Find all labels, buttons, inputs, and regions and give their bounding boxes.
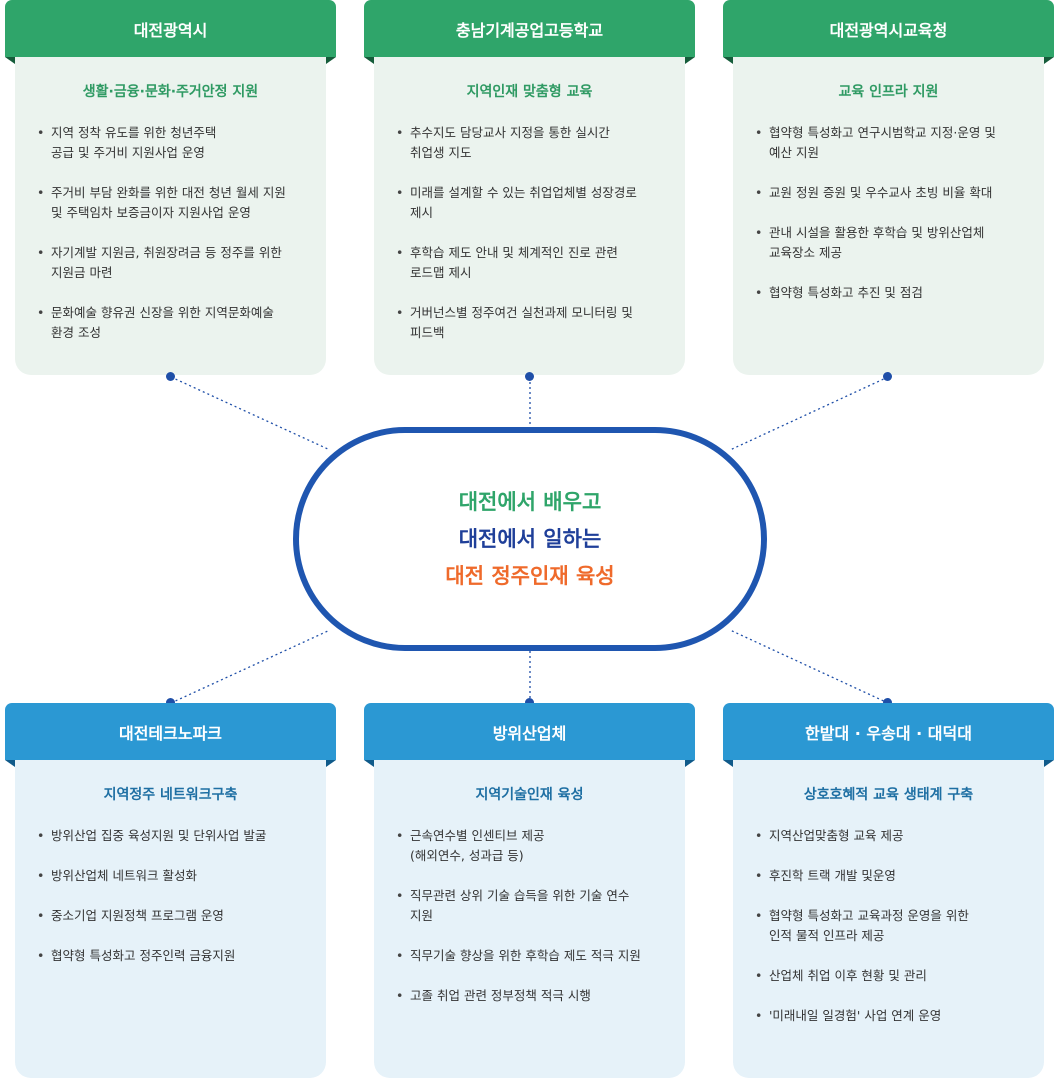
center-line-1: 대전에서 배우고 [458,489,602,514]
list-item: 교원 정원 증원 및 우수교사 초빙 비율 확대 [755,183,1026,203]
connector-line-6 [729,629,889,704]
panel-list: 지역산업맞춤형 교육 제공 후진학 트랙 개발 및운영 협약형 특성화고 교육과… [733,826,1044,1026]
list-item: 주거비 부담 완화를 위한 대전 청년 월세 지원및 주택임차 보증금이자 지원… [37,183,308,223]
panel-subtitle: 지역인재 맞춤형 교육 [466,84,593,100]
connector-dot [166,372,175,381]
panel-title: 대전광역시 [5,0,336,64]
panel-list: 근속연수별 인센티브 제공(해외연수, 성과급 등) 직무관련 상위 기술 습득… [374,826,685,1006]
list-item: 협약형 특성화고 추진 및 점검 [755,283,1026,303]
panel-body: 교육 인프라 지원 협약형 특성화고 연구시범학교 지정·운영 및예산 지원 교… [733,57,1044,375]
panel-subtitle: 지역정주 네트워크구축 [103,787,238,803]
list-item: 산업체 취업 이후 현황 및 관리 [755,966,1026,986]
connector-dot [525,372,534,381]
panel-title: 대전테크노파크 [5,703,336,767]
list-item: 근속연수별 인센티브 제공(해외연수, 성과급 등) [396,826,667,866]
connector-dot [883,372,892,381]
panel-list: 협약형 특성화고 연구시범학교 지정·운영 및예산 지원 교원 정원 증원 및 … [733,123,1044,303]
connector-line-4 [170,629,331,704]
panel-list: 방위산업 집중 육성지원 및 단위사업 발굴 방위산업체 네트워크 활성화 중소… [15,826,326,966]
list-item: 협약형 특성화고 정주인력 금융지원 [37,946,308,966]
connector-dot [166,698,175,707]
list-item: 방위산업 집중 육성지원 및 단위사업 발굴 [37,826,308,846]
panel-title: 방위산업체 [364,703,695,767]
list-item: 중소기업 지원정책 프로그램 운영 [37,906,308,926]
panel-body: 지역정주 네트워크구축 방위산업 집중 육성지원 및 단위사업 발굴 방위산업체… [15,760,326,1078]
connector-line-1 [170,376,331,451]
panel-subtitle: 생활·금융·문화·주거안정 지원 [82,84,259,100]
center-goal: 대전에서 배우고 대전에서 일하는 대전 정주인재 육성 [293,427,767,651]
center-line-3: 대전 정주인재 육성 [445,563,615,588]
panel-title: 대전광역시교육청 [723,0,1054,64]
list-item: 협약형 특성화고 연구시범학교 지정·운영 및예산 지원 [755,123,1026,163]
panel-title: 충남기계공업고등학교 [364,0,695,64]
connector-line-3 [729,376,889,451]
list-item: 지역산업맞춤형 교육 제공 [755,826,1026,846]
list-item: 직무기술 향상을 위한 후학습 제도 적극 지원 [396,946,667,966]
panel-subtitle: 상호호혜적 교육 생태계 구축 [803,787,974,803]
panel-subtitle: 지역기술인재 육성 [475,787,584,803]
list-item: 방위산업체 네트워크 활성화 [37,866,308,886]
list-item: 후진학 트랙 개발 및운영 [755,866,1026,886]
list-item: 고졸 취업 관련 정부정책 적극 시행 [396,986,667,1006]
panel-title: 한밭대 · 우송대 · 대덕대 [723,703,1054,767]
connector-dot [883,698,892,707]
connector-dot [525,698,534,707]
center-line-2: 대전에서 일하는 [458,526,602,551]
panel-subtitle: 교육 인프라 지원 [838,84,939,100]
list-item: '미래내일 일경험' 사업 연계 운영 [755,1006,1026,1026]
panel-body: 지역기술인재 육성 근속연수별 인센티브 제공(해외연수, 성과급 등) 직무관… [374,760,685,1078]
panel-body: 상호호혜적 교육 생태계 구축 지역산업맞춤형 교육 제공 후진학 트랙 개발 … [733,760,1044,1078]
